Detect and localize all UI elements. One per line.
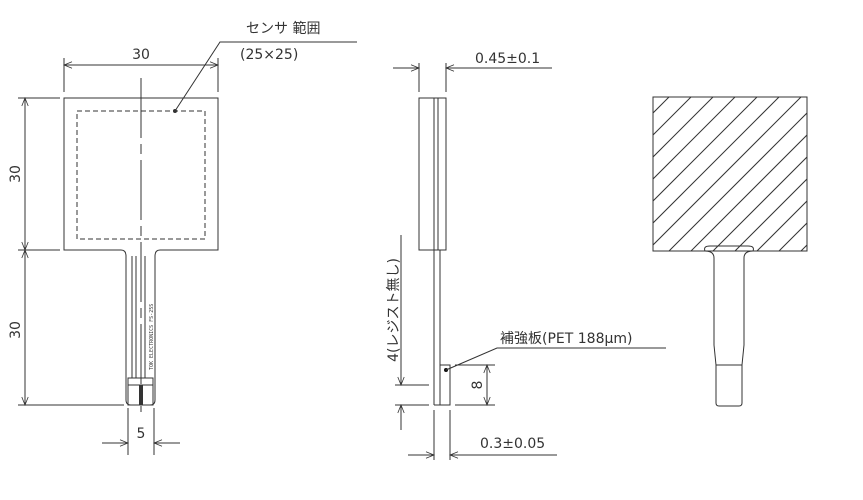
sensor-area-leader	[174, 41, 357, 112]
stiffener-label: 補強板(PET 188μm)	[500, 331, 632, 347]
hatching	[493, 97, 807, 251]
hatch-line	[690, 134, 807, 251]
connector-contact	[139, 385, 143, 405]
back-tail	[704, 250, 754, 407]
tail-length-dim: 30	[8, 321, 24, 339]
tail-root	[704, 245, 754, 252]
hatch-line	[493, 97, 647, 251]
hatch-line	[800, 244, 807, 251]
hatch-line	[734, 178, 807, 251]
hatch-line	[712, 156, 807, 251]
tail-print: TOK ELECTRONICS FS-25S	[149, 304, 155, 370]
stiffener-length-dim: 8	[470, 381, 486, 390]
hatch-line	[778, 222, 807, 251]
tail-thickness-dim: 0.3±0.05	[480, 436, 545, 452]
hatch-line	[653, 97, 758, 202]
hatch-line	[653, 97, 714, 158]
hatch-line	[756, 200, 807, 251]
hatch-line	[653, 97, 692, 136]
sensor-area-label: センサ 範囲	[246, 20, 320, 37]
sensor-area-size: (25×25)	[240, 47, 298, 63]
hatch-line	[653, 97, 736, 180]
back-view	[493, 96, 808, 407]
back-pad	[652, 96, 808, 252]
thickness-dim: 0.45±0.1	[475, 51, 540, 67]
pad-section	[418, 97, 447, 251]
leader-dot	[173, 109, 177, 113]
tail-width-dim: 5	[137, 426, 146, 442]
hatch-line	[653, 97, 670, 114]
resist-free-dim: 4(レジスト無し)	[386, 258, 402, 362]
pad-height-dim: 30	[8, 165, 24, 183]
stiffener	[439, 364, 451, 406]
stiffener-leader	[445, 347, 666, 371]
width-dim: 30	[132, 47, 150, 63]
hatch-line	[653, 97, 780, 224]
front-view: TOK ELECTRONICS FS-25S 30 センサ 範囲 (25×25)…	[8, 20, 357, 455]
side-view: 補強板(PET 188μm) 0.45±0.1 4(レジスト無し) 8 0.3±…	[386, 51, 666, 460]
hatch-line	[653, 97, 802, 246]
hatch-line	[668, 112, 807, 251]
